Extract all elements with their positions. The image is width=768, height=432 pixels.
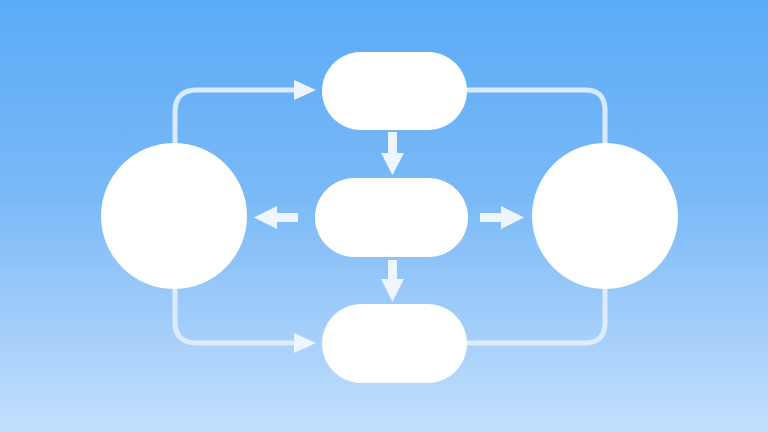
edge-center-pill-to-left-circle (274, 213, 298, 222)
arrowhead-into-center-pill (381, 153, 404, 175)
arrowhead-into-bottom-pill-vertical (381, 279, 404, 302)
node-bottom-pill[interactable] (322, 304, 467, 383)
edge-top-pill-to-right-circle (465, 87, 608, 151)
edge-left-circle-to-top-pill (172, 87, 299, 151)
arrowhead-into-right-circle (501, 206, 524, 229)
arrowhead-into-bottom-pill (294, 333, 316, 353)
edge-top-pill-to-center-pill (388, 132, 397, 156)
node-top-pill[interactable] (322, 52, 467, 130)
edge-center-pill-to-right-circle (480, 213, 504, 222)
node-center-pill[interactable] (315, 178, 468, 257)
edge-left-circle-to-bottom-pill (172, 287, 299, 346)
arrowhead-into-top-pill (294, 80, 316, 100)
node-right-circle[interactable] (532, 143, 678, 289)
arrowhead-into-left-circle (254, 206, 277, 229)
edge-right-circle-to-bottom-pill (465, 287, 608, 346)
edge-center-pill-to-bottom-pill (388, 260, 397, 282)
node-left-circle[interactable] (101, 143, 247, 289)
